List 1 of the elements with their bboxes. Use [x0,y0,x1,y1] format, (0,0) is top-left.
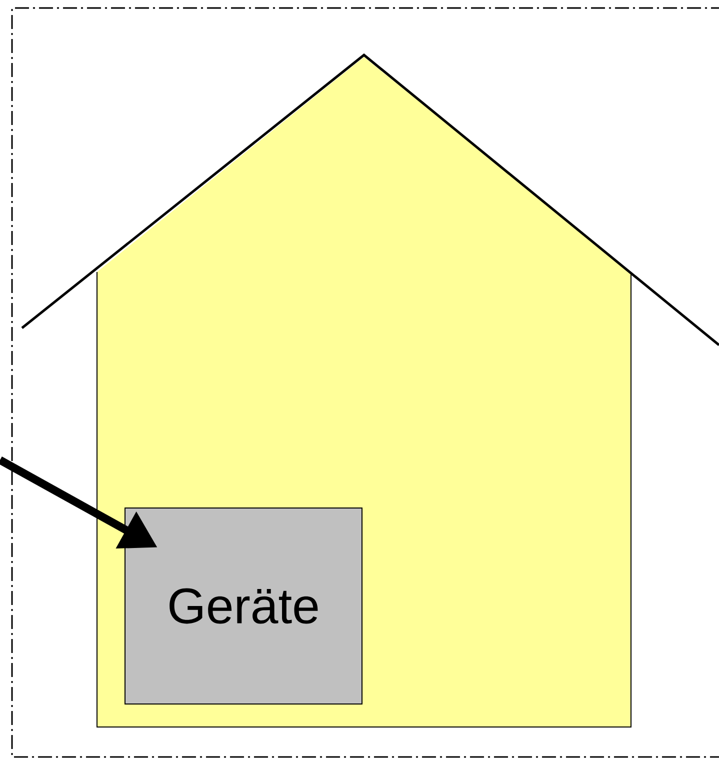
device-box: Geräte [124,508,362,704]
